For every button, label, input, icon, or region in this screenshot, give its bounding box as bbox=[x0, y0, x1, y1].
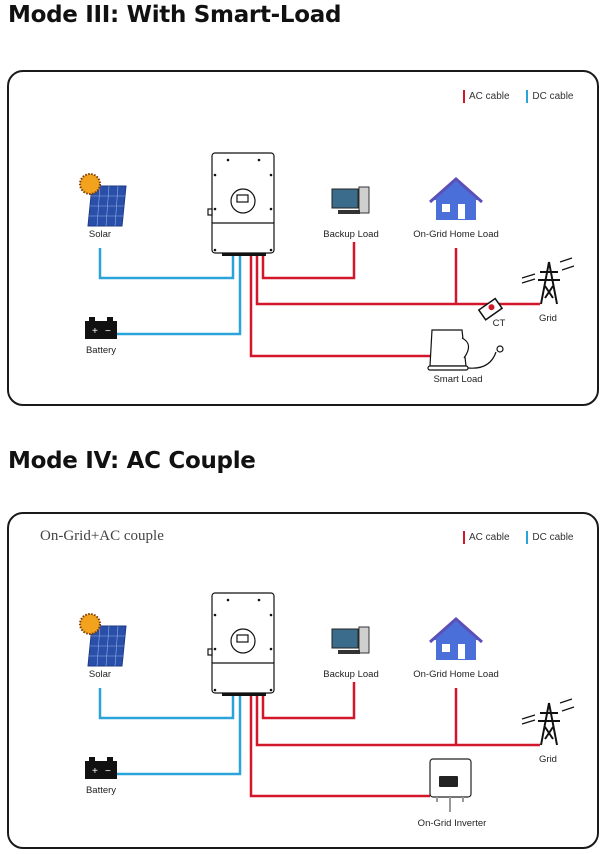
ac-cable-swatch bbox=[463, 90, 465, 103]
house-icon bbox=[429, 616, 483, 660]
backup-load-label: Backup Load bbox=[323, 669, 379, 680]
ac-cables bbox=[249, 242, 540, 358]
dc-cable-swatch bbox=[526, 531, 529, 544]
smartload-ac-cable bbox=[249, 256, 432, 358]
ac-cable-label: AC cable bbox=[469, 532, 510, 544]
computer-icon bbox=[331, 186, 370, 214]
battery-label: Battery bbox=[85, 345, 117, 356]
home-load-label: On-Grid Home Load bbox=[413, 229, 499, 240]
svg-text:−: − bbox=[105, 766, 111, 777]
ac-cable-swatch bbox=[463, 531, 465, 544]
hybrid-inverter-icon bbox=[207, 152, 275, 256]
solar-panel-icon bbox=[79, 173, 127, 227]
ct-clamp-icon bbox=[477, 297, 504, 321]
ongrid-inverter-ac-cable bbox=[249, 696, 430, 798]
backup-ac-cable bbox=[261, 242, 356, 280]
grid-ac-cable bbox=[255, 256, 540, 306]
mode3-legend: AC cable DC cable bbox=[463, 90, 574, 103]
svg-text:+: + bbox=[92, 766, 98, 777]
ac-cable-label: AC cable bbox=[469, 91, 510, 103]
solar-dc-cable bbox=[98, 248, 235, 280]
grid-label: Grid bbox=[539, 313, 557, 324]
dc-cable-label: DC cable bbox=[532, 91, 574, 103]
solar-panel-icon bbox=[79, 613, 127, 667]
mode4-panel bbox=[7, 512, 599, 849]
power-tower-icon bbox=[521, 257, 575, 305]
hybrid-inverter-icon bbox=[207, 592, 275, 696]
solar-label: Solar bbox=[88, 229, 112, 240]
mode3-title: Mode III: With Smart-Load bbox=[8, 2, 342, 28]
mode3-diagram: + − bbox=[79, 152, 575, 371]
dc-cable-label: DC cable bbox=[532, 532, 574, 544]
battery-dc-cable bbox=[117, 256, 242, 336]
ongrid-inverter-label: On-Grid Inverter bbox=[417, 818, 487, 829]
backup-load-label: Backup Load bbox=[323, 229, 379, 240]
house-icon bbox=[429, 176, 483, 220]
battery-label: Battery bbox=[85, 785, 117, 796]
battery-icon: + − bbox=[85, 317, 117, 339]
power-tower-icon bbox=[521, 698, 575, 746]
mode4-legend: AC cable DC cable bbox=[463, 531, 574, 544]
grid-label: Grid bbox=[539, 754, 557, 765]
smart-load-label: Smart Load bbox=[433, 374, 483, 385]
mode4-title: Mode IV: AC Couple bbox=[8, 448, 256, 474]
svg-text:−: − bbox=[105, 326, 111, 337]
svg-text:+: + bbox=[92, 326, 98, 337]
backup-ac-cable bbox=[261, 682, 356, 720]
battery-dc-cable bbox=[117, 696, 242, 776]
mode4-subtitle: On-Grid+AC couple bbox=[40, 528, 164, 544]
ac-cables bbox=[249, 682, 540, 798]
battery-icon: + − bbox=[85, 757, 117, 779]
kettle-icon bbox=[427, 329, 504, 371]
dc-cables bbox=[98, 248, 242, 336]
computer-icon bbox=[331, 626, 370, 654]
ct-label: CT bbox=[492, 318, 506, 329]
solar-label: Solar bbox=[88, 669, 112, 680]
solar-dc-cable bbox=[98, 688, 235, 720]
dc-cable-swatch bbox=[526, 90, 529, 103]
dc-cables bbox=[98, 688, 242, 776]
grid-ac-cable bbox=[255, 696, 540, 747]
home-load-label: On-Grid Home Load bbox=[413, 669, 499, 680]
ongrid-inverter-icon bbox=[429, 758, 472, 812]
